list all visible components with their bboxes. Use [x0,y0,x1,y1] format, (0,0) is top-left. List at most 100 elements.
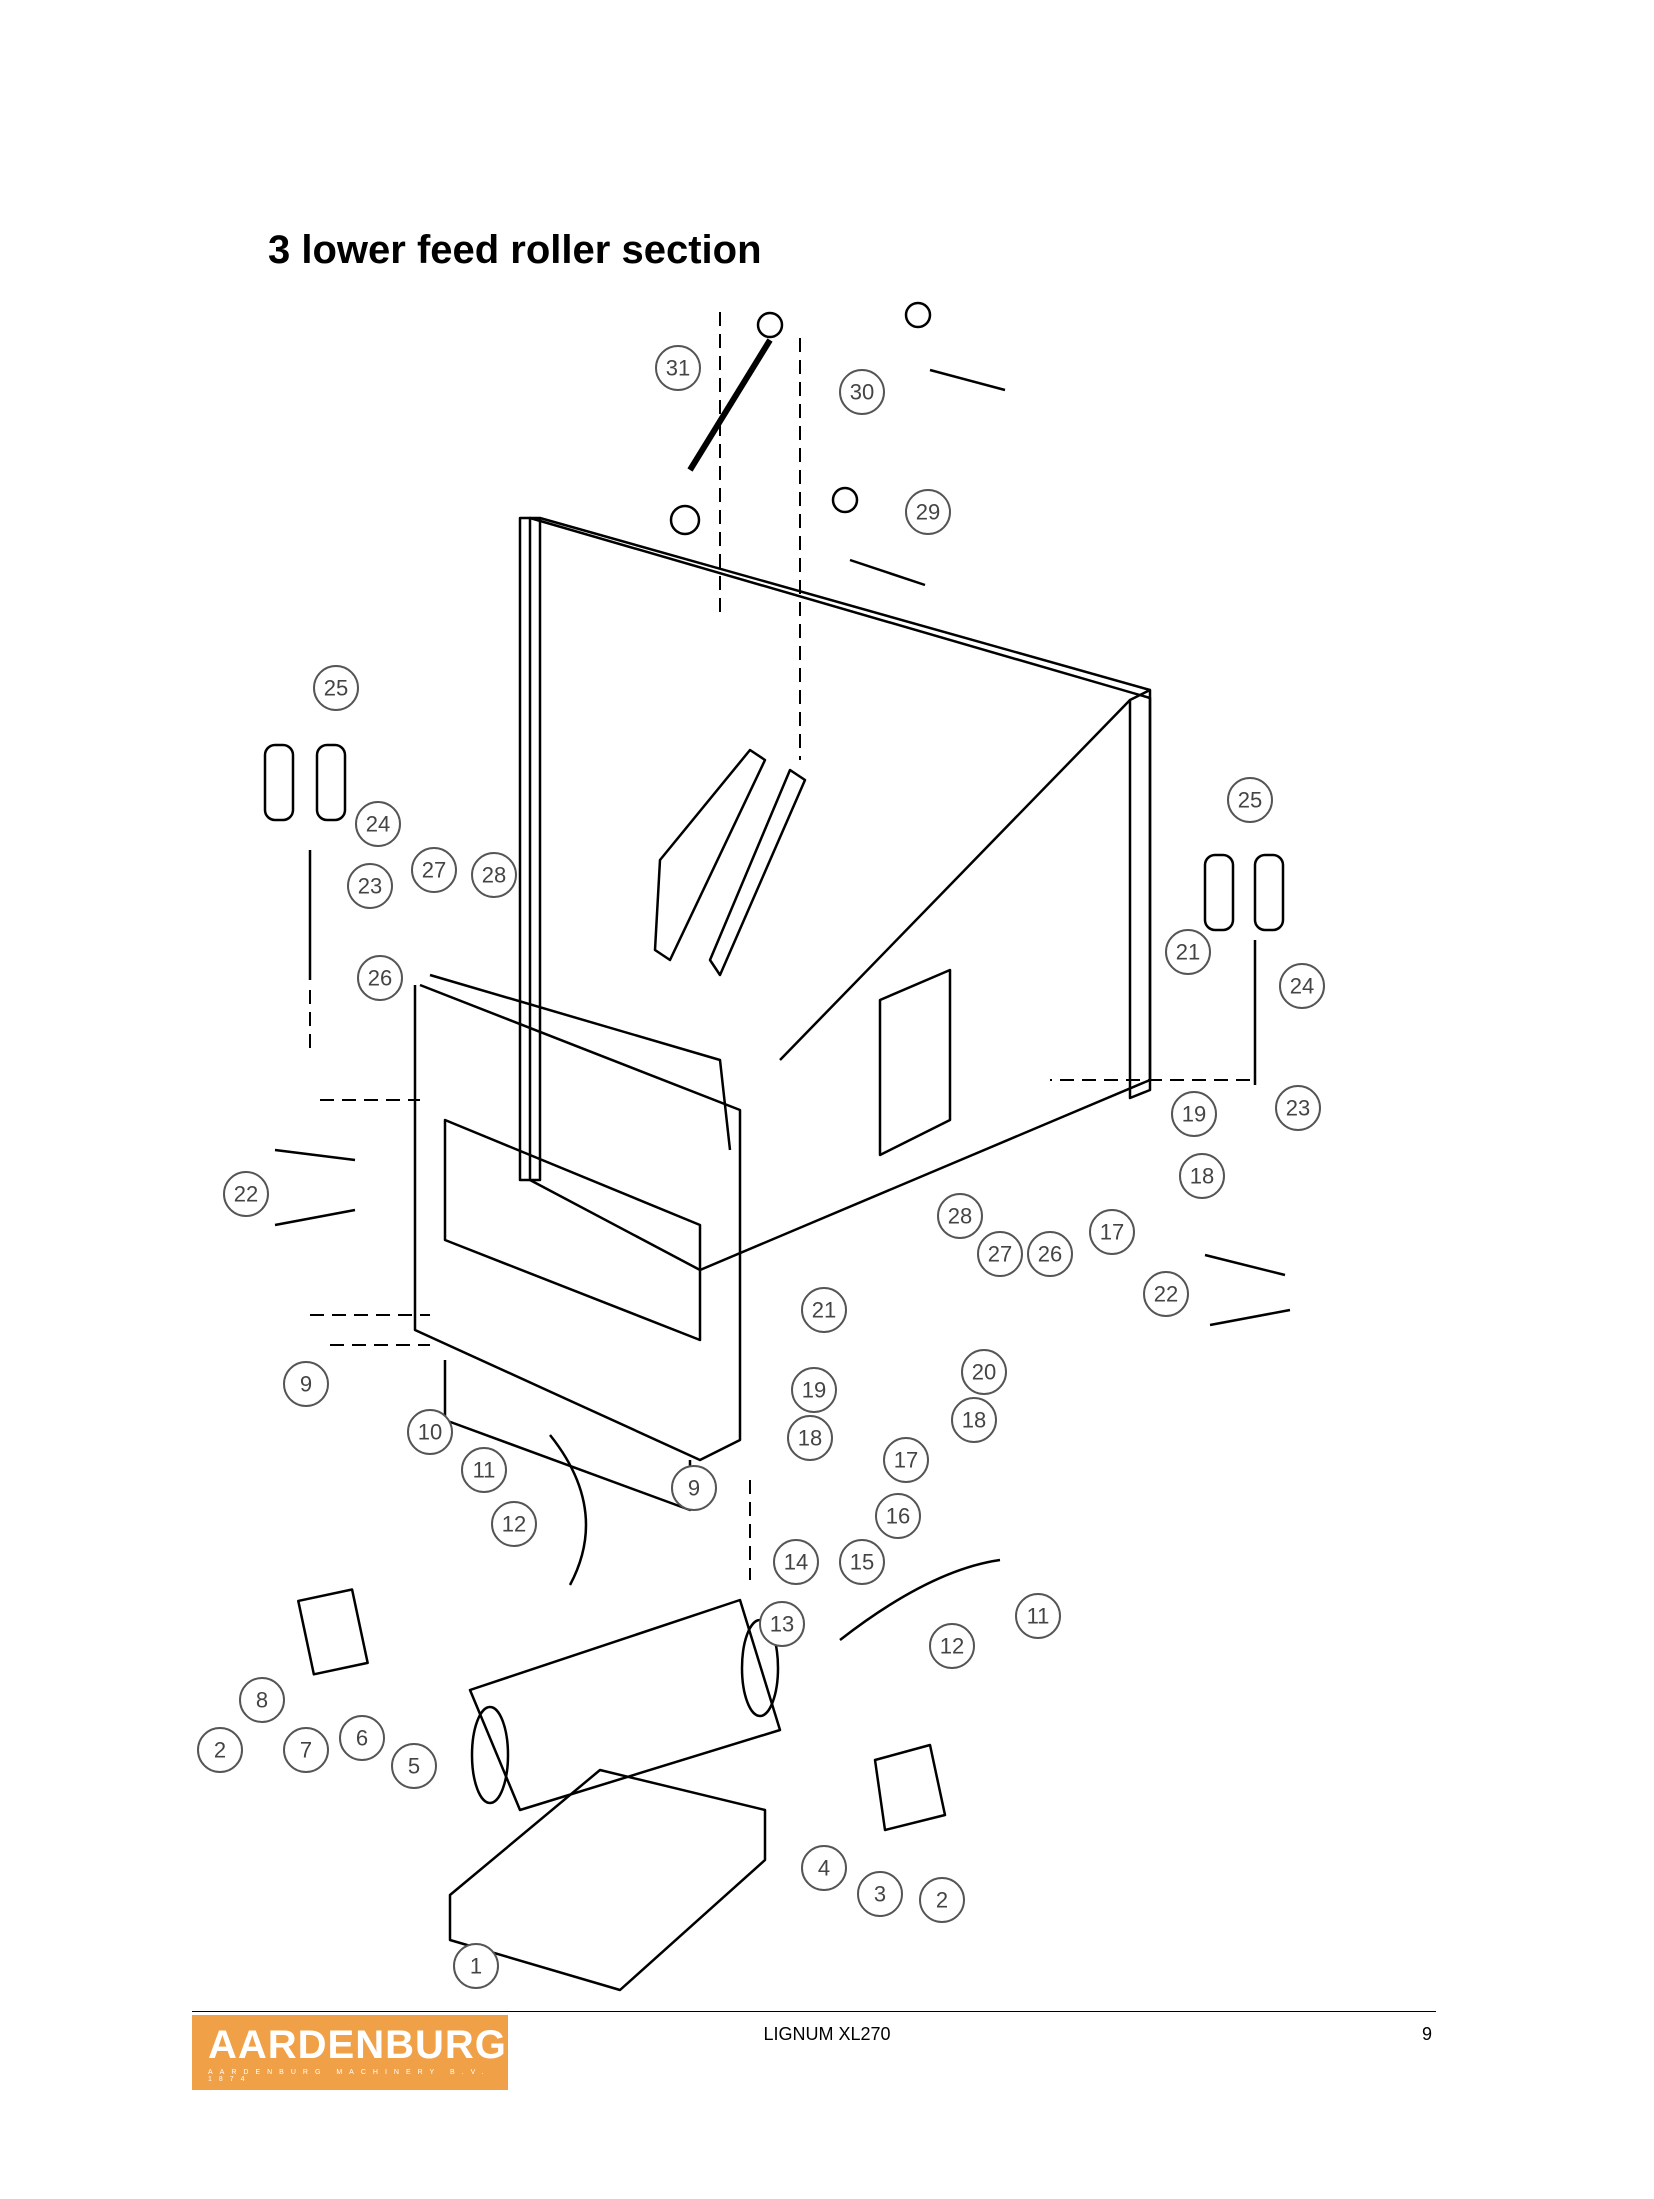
callout-3: 3 [857,1871,903,1917]
callout-2: 2 [197,1727,243,1773]
svg-text:11: 11 [473,1458,496,1483]
svg-text:18: 18 [962,1408,986,1433]
svg-text:4: 4 [818,1856,830,1881]
callout-5: 5 [391,1743,437,1789]
callout-9: 9 [283,1361,329,1407]
svg-text:12: 12 [502,1512,526,1537]
footer-divider [192,2011,1436,2012]
svg-text:9: 9 [688,1476,700,1501]
callout-21: 21 [1165,929,1211,975]
logo-tagline: AARDENBURG MACHINERY B.V. 1874 [208,2069,491,2083]
feed-chute-box [413,983,742,1462]
svg-text:18: 18 [1190,1164,1214,1189]
footer-document-name: LIGNUM XL270 [763,2024,891,2044]
callout-16: 16 [875,1493,921,1539]
callout-19: 19 [791,1367,837,1413]
callout-26: 26 [1027,1231,1073,1277]
svg-text:13: 13 [770,1612,794,1637]
svg-text:24: 24 [366,812,390,837]
svg-text:6: 6 [356,1726,368,1751]
svg-text:22: 22 [1154,1282,1178,1307]
svg-text:12: 12 [940,1634,964,1659]
callout-25: 25 [313,665,359,711]
feed-roller [468,1598,782,1812]
svg-text:9: 9 [300,1372,312,1397]
callout-4: 4 [801,1845,847,1891]
logo-brand-text: AARDENBURG [208,2023,507,2067]
svg-text:19: 19 [802,1378,826,1403]
svg-text:3: 3 [874,1882,886,1907]
callout-12: 12 [929,1623,975,1669]
callout-30: 30 [839,369,885,415]
aardenburg-logo: AARDENBURG AARDENBURG MACHINERY B.V. 187… [192,2015,508,2090]
svg-text:20: 20 [972,1360,996,1385]
callout-11: 11 [461,1447,507,1493]
svg-text:18: 18 [798,1426,822,1451]
svg-text:27: 27 [988,1242,1012,1267]
callout-8: 8 [239,1677,285,1723]
callout-29: 29 [905,489,951,535]
callout-24: 24 [1279,963,1325,1009]
callout-2: 2 [919,1877,965,1923]
svg-text:28: 28 [948,1204,972,1229]
callout-25: 25 [1227,777,1273,823]
svg-text:24: 24 [1290,974,1314,999]
svg-text:5: 5 [408,1754,420,1779]
svg-text:28: 28 [482,863,506,888]
svg-text:8: 8 [256,1688,268,1713]
callout-19: 19 [1171,1091,1217,1137]
callout-9: 9 [671,1465,717,1511]
callout-24: 24 [355,801,401,847]
svg-text:26: 26 [1038,1242,1062,1267]
svg-text:10: 10 [418,1420,442,1445]
callout-15: 15 [839,1539,885,1585]
callout-17: 17 [1089,1209,1135,1255]
svg-text:16: 16 [886,1504,910,1529]
callout-14: 14 [773,1539,819,1585]
svg-text:1: 1 [470,1954,482,1979]
callout-31: 31 [655,345,701,391]
callout-20: 20 [961,1349,1007,1395]
callout-26: 26 [357,955,403,1001]
callout-11: 11 [1015,1593,1061,1639]
footer-page-number: 9 [1421,2024,1432,2044]
svg-text:27: 27 [422,858,446,883]
svg-text:23: 23 [1286,1096,1310,1121]
callout-21: 21 [801,1287,847,1333]
callout-1: 1 [453,1943,499,1989]
svg-text:26: 26 [368,966,392,991]
svg-text:23: 23 [358,874,382,899]
callout-labels: 31 30 29 25 24 27 28 23 26 25 21 24 19 2… [197,345,1325,1989]
svg-text:25: 25 [324,676,348,701]
callout-22: 22 [1143,1271,1189,1317]
callout-27: 27 [411,847,457,893]
callout-18: 18 [787,1415,833,1461]
svg-text:2: 2 [214,1738,226,1763]
callout-28: 28 [937,1193,983,1239]
callout-7: 7 [283,1727,329,1773]
callout-13: 13 [759,1601,805,1647]
svg-text:21: 21 [1176,940,1200,965]
svg-text:14: 14 [784,1550,808,1575]
svg-text:22: 22 [234,1182,258,1207]
svg-text:25: 25 [1238,788,1262,813]
callout-23: 23 [1275,1085,1321,1131]
callout-28: 28 [471,852,517,898]
svg-text:30: 30 [850,380,874,405]
callout-12: 12 [491,1501,537,1547]
svg-text:7: 7 [300,1738,312,1763]
page-title: 3 lower feed roller section [268,228,762,272]
svg-text:2: 2 [936,1888,948,1913]
callout-10: 10 [407,1409,453,1455]
svg-text:17: 17 [894,1448,918,1473]
svg-text:17: 17 [1100,1220,1124,1245]
svg-text:29: 29 [916,500,940,525]
callout-22: 22 [223,1171,269,1217]
hopper-back-panel [528,516,1152,1272]
callout-17: 17 [883,1437,929,1483]
svg-text:11: 11 [1027,1604,1050,1629]
callout-18: 18 [951,1397,997,1443]
svg-text:21: 21 [812,1298,836,1323]
bottom-tray [448,1768,767,1992]
